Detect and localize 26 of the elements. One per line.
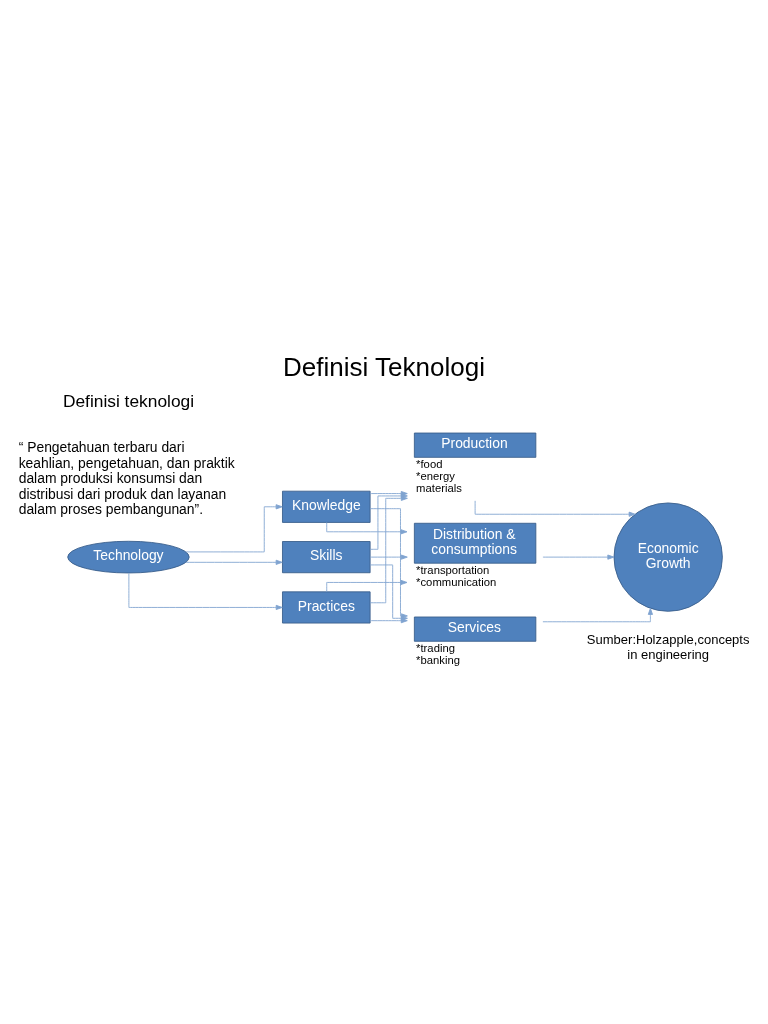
node-label: *banking <box>416 654 460 667</box>
caption: Sumber:Holzapple,concepts in engineering <box>586 631 750 662</box>
node-box: Knowledge <box>282 490 371 523</box>
arrow <box>185 504 283 553</box>
arrow <box>542 607 653 623</box>
node-label: *energy <box>416 470 455 483</box>
arrow <box>326 579 408 593</box>
node-ellipse: Technology <box>67 540 190 574</box>
node-label: materials <box>416 482 462 495</box>
arrow <box>542 554 615 560</box>
node-label: *food <box>416 458 443 471</box>
node-label: *transportation <box>416 563 490 576</box>
node-box: Practices <box>282 591 371 624</box>
arrow <box>326 522 408 535</box>
arrow <box>369 618 408 624</box>
label: “ Pengetahuan terbaru dari keahlian, pengetahuan, dan praktik dalam produksi konsumsi dan distribusi dari produk dan layanan dalam proses pembangunan”. <box>18 438 235 518</box>
diagram-title: Definisi Teknologi <box>283 351 485 382</box>
arrow <box>369 554 408 560</box>
arrow <box>128 572 283 610</box>
node-box: Skills <box>282 541 371 574</box>
arrow <box>185 559 283 565</box>
arrow <box>474 500 636 517</box>
node-label: *communication <box>416 576 497 589</box>
label: Definisi teknologi <box>62 391 195 412</box>
node-circle: Economic Growth <box>613 502 723 612</box>
node-label: *trading <box>416 642 455 655</box>
